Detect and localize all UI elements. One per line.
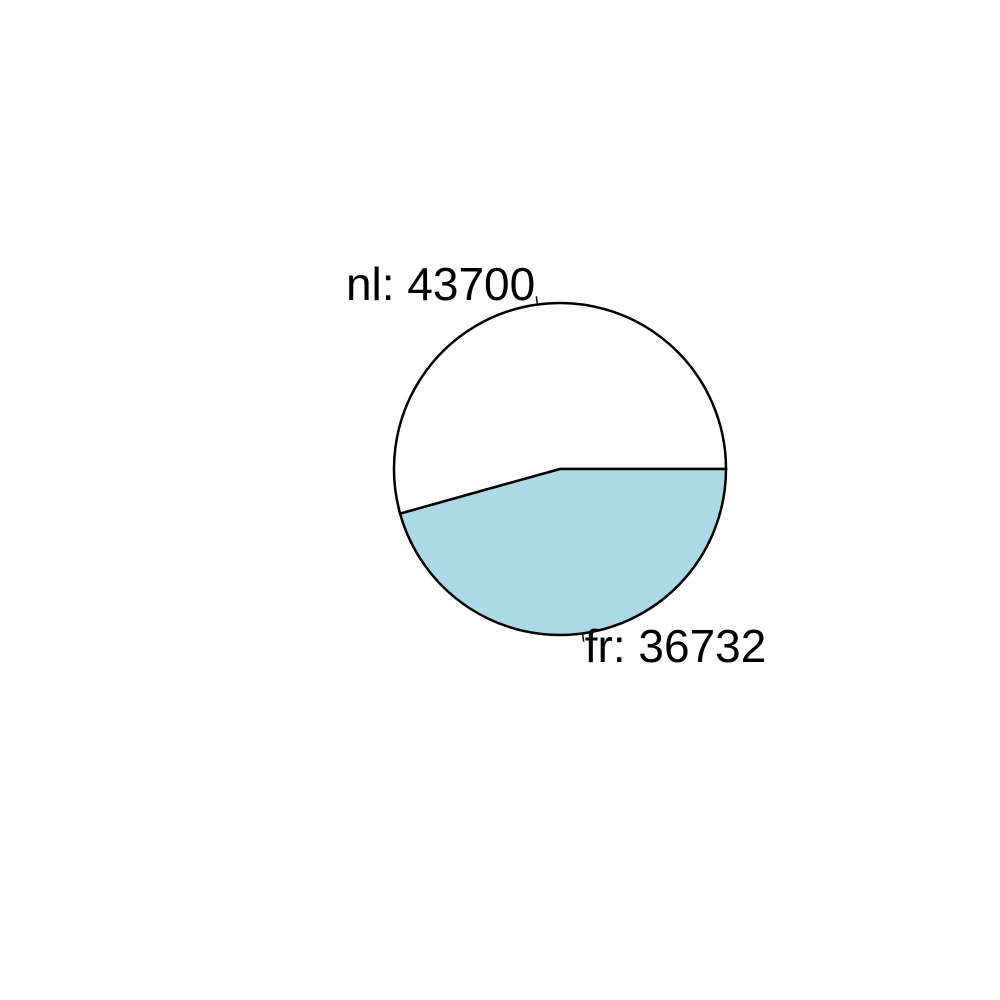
pie-labels: nl: 43700 fr: 36732 bbox=[346, 258, 766, 672]
pie-slice-0 bbox=[392, 301, 728, 516]
pie-slice-1 bbox=[398, 467, 728, 637]
pie-leader-0 bbox=[535, 296, 539, 305]
pie-label-0: nl: 43700 bbox=[346, 258, 535, 310]
pie-label-1: fr: 36732 bbox=[585, 620, 767, 672]
pie-leader-lines bbox=[535, 296, 585, 642]
pie-slices bbox=[392, 301, 728, 637]
pie-leader-1 bbox=[581, 633, 585, 642]
